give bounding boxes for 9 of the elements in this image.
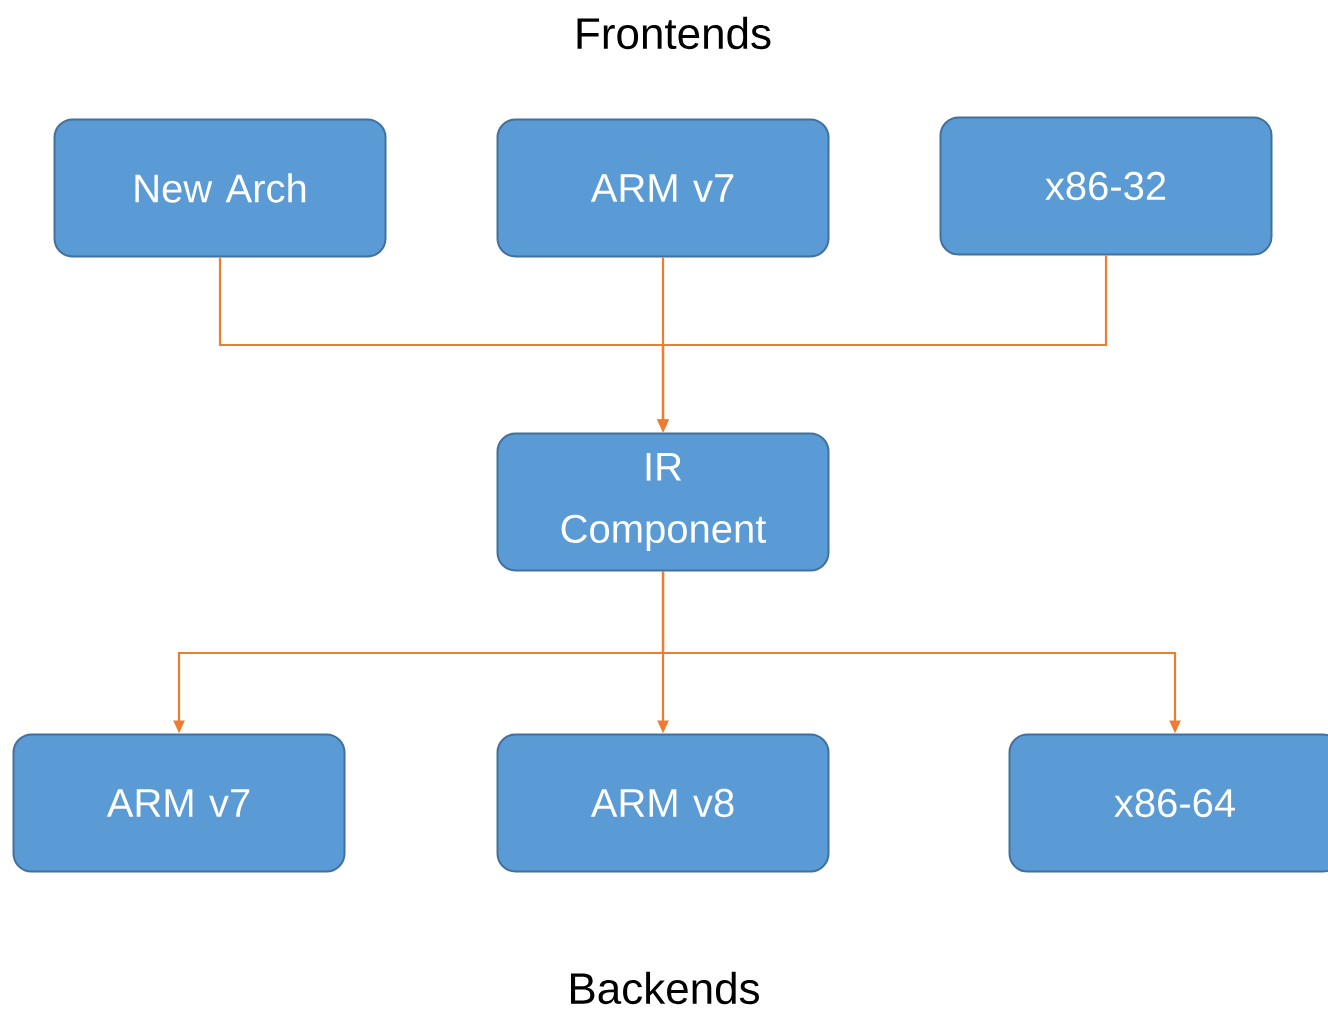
process-box: New Arch (53, 118, 387, 258)
process-box: IR Component (496, 432, 830, 572)
process-box: ARM v7 (496, 118, 830, 258)
heading: Backends (571, 971, 759, 1005)
process-box: x86-32 (939, 116, 1273, 256)
process-box: ARM v8 (496, 733, 830, 873)
process-box: x86-64 (1008, 733, 1328, 873)
process-box: ARM v7 (12, 733, 346, 873)
heading: Frontends (577, 16, 771, 50)
